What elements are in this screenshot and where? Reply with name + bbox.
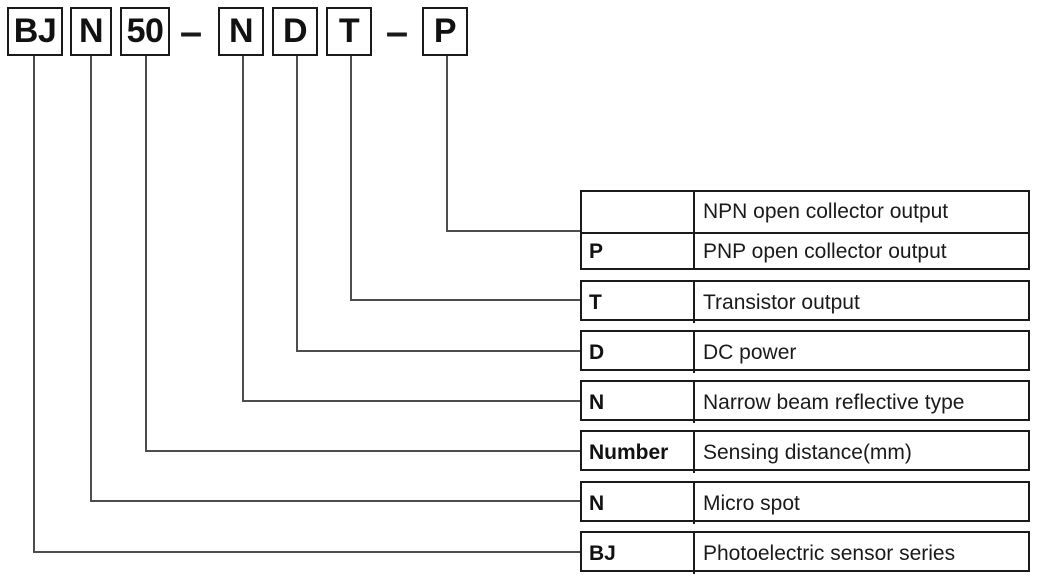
legend-block: T Transistor output xyxy=(580,280,1030,323)
leader-line-bj xyxy=(33,56,580,553)
part-number-segment-50: 50 xyxy=(120,7,170,56)
legend-code-cell: T xyxy=(582,282,695,323)
legend-code-cell: BJ xyxy=(582,533,695,574)
leader-line-p xyxy=(446,56,580,232)
legend-code-cell xyxy=(582,192,695,232)
legend-row: P PNP open collector output xyxy=(582,232,1028,270)
legend-description-cell: Narrow beam reflective type xyxy=(703,390,965,414)
legend-block: D DC power xyxy=(580,330,1030,373)
leader-line-t xyxy=(350,56,580,301)
part-number-segment-bj: BJ xyxy=(7,7,63,56)
legend-block: N Narrow beam reflective type xyxy=(580,380,1030,423)
part-number-separator: – xyxy=(179,9,203,54)
legend-row: BJ Photoelectric sensor series xyxy=(582,533,1028,574)
legend-row: T Transistor output xyxy=(582,282,1028,323)
leader-line-n xyxy=(242,56,580,402)
legend-code-cell: N xyxy=(582,382,695,423)
legend-block: Number Sensing distance(mm) xyxy=(580,430,1030,473)
legend-row: NPN open collector output xyxy=(582,192,1028,232)
part-number-separator: – xyxy=(385,9,409,54)
part-number-segment-n: N xyxy=(70,7,112,56)
legend-code-cell: P xyxy=(582,234,695,270)
legend-code-cell: Number xyxy=(582,432,695,473)
legend-description-cell: Sensing distance(mm) xyxy=(703,440,912,464)
legend-row: N Micro spot xyxy=(582,483,1028,524)
legend-block: BJ Photoelectric sensor series xyxy=(580,531,1030,574)
legend-row: Number Sensing distance(mm) xyxy=(582,432,1028,473)
legend-description-cell: Transistor output xyxy=(703,290,860,314)
legend-description-cell: PNP open collector output xyxy=(703,239,947,263)
part-number-segment-t: T xyxy=(326,7,372,56)
legend-code-cell: D xyxy=(582,332,695,373)
legend-row: N Narrow beam reflective type xyxy=(582,382,1028,423)
legend-description-cell: Micro spot xyxy=(703,491,800,515)
legend-description-cell: Photoelectric sensor series xyxy=(703,541,956,565)
legend-description-cell: DC power xyxy=(703,340,797,364)
leader-line-n xyxy=(90,56,580,502)
part-number-segment-p: P xyxy=(422,7,468,56)
part-number-segment-d: D xyxy=(272,7,318,56)
legend-row: D DC power xyxy=(582,332,1028,373)
legend-description-cell: NPN open collector output xyxy=(703,200,949,223)
leader-line-d xyxy=(296,56,580,352)
leader-line-50 xyxy=(145,56,580,452)
legend-code-cell: N xyxy=(582,483,695,524)
legend-block: N Micro spot xyxy=(580,481,1030,524)
part-number-segment-n: N xyxy=(218,7,264,56)
